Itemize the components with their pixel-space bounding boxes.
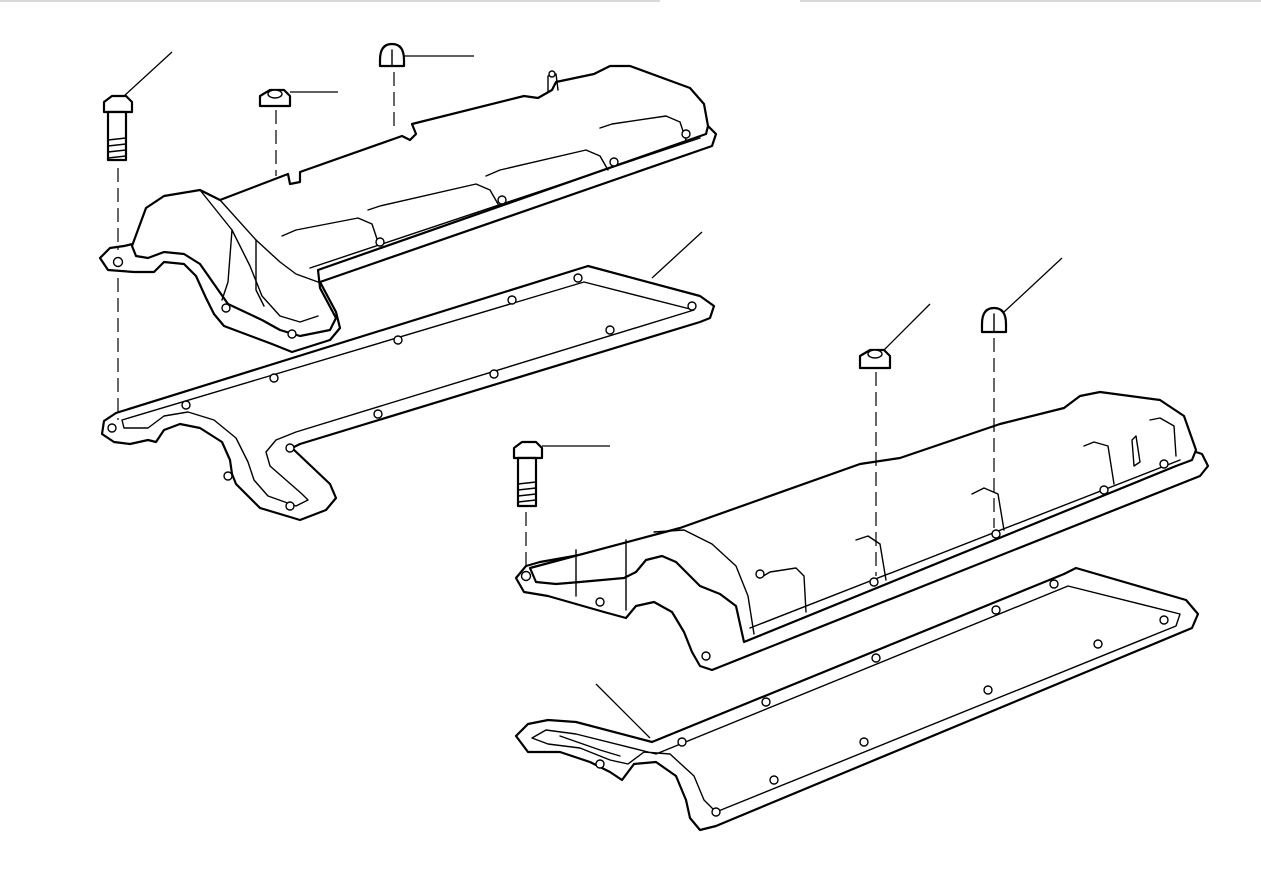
- upper-gasket-leader: [651, 231, 703, 279]
- upper-cylinder-head-cover[interactable]: [98, 64, 718, 354]
- upper-cover-gasket[interactable]: [100, 264, 716, 522]
- lower-gasket-leader: [595, 683, 651, 739]
- upper-collar-nut[interactable]: [258, 88, 338, 108]
- lower-cover-gasket[interactable]: [514, 566, 1200, 832]
- lower-alignment-lines: [525, 338, 995, 576]
- lower-cylinder-head-cover[interactable]: [514, 390, 1210, 672]
- upper-alignment-lines: [117, 72, 395, 420]
- upper-hex-bolt[interactable]: [102, 51, 173, 162]
- lower-hex-bolt[interactable]: [512, 440, 610, 508]
- lower-collar-nut[interactable]: [858, 303, 931, 370]
- lower-cap-nut[interactable]: [980, 257, 1063, 334]
- upper-cap-nut[interactable]: [378, 42, 474, 68]
